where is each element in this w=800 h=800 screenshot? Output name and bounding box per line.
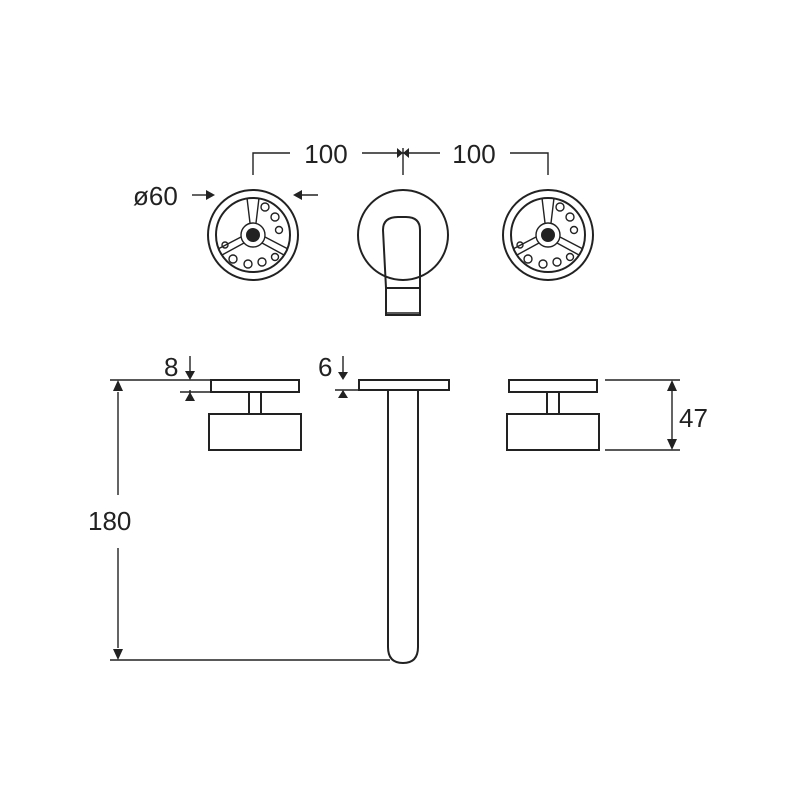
dimension-plate-thickness: 8	[164, 352, 178, 382]
plate-thickness-dimension: 8	[164, 352, 210, 401]
spacing-dimension: 100 100	[252, 139, 549, 175]
diameter-dimension: ø60	[133, 181, 318, 211]
spout-depth-dimension: 180	[88, 379, 390, 661]
handle-left-front	[207, 189, 299, 281]
dimension-handle-height: 47	[679, 403, 708, 433]
spout-plate-dimension: 6	[318, 352, 359, 398]
handle-left-side	[208, 379, 302, 451]
handle-height-dimension: 47	[605, 379, 708, 451]
handle-right-side	[506, 379, 600, 451]
dimension-spout-plate: 6	[318, 352, 332, 382]
spout-side	[358, 379, 450, 665]
spout-front	[357, 189, 449, 316]
dimension-spout-depth: 180	[88, 506, 131, 536]
dimension-diameter: ø60	[133, 181, 178, 211]
dimension-spacing-left: 100	[304, 139, 347, 169]
handle-right-front	[502, 189, 594, 281]
dimension-spacing-right: 100	[452, 139, 495, 169]
